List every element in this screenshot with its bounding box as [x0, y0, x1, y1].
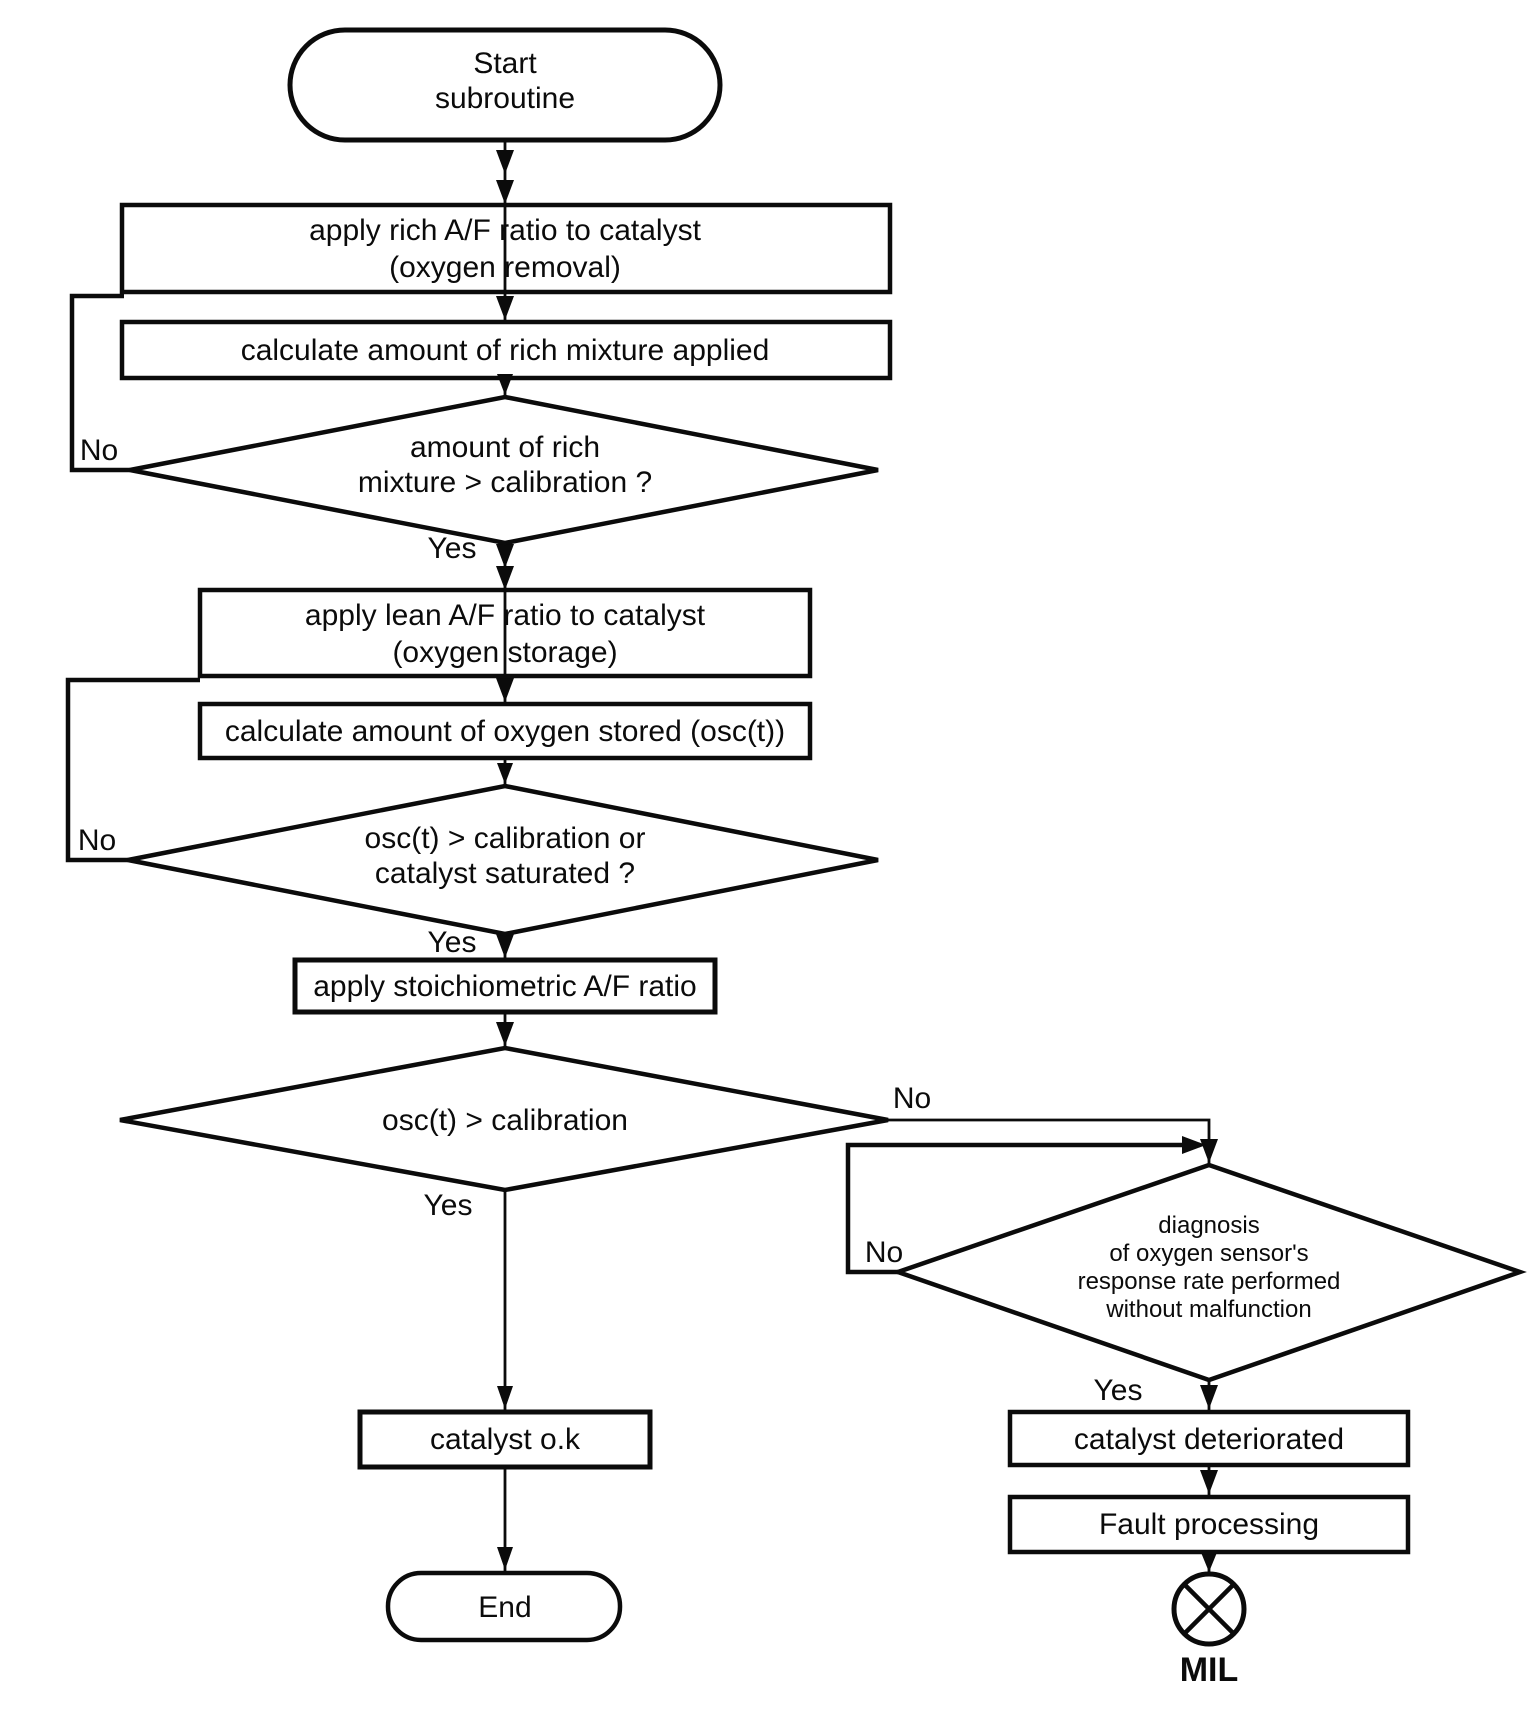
process-box [357, 1409, 653, 1470]
decision3-yes-label: Yes [424, 1189, 473, 1222]
edge-decision1-no-loop [69, 293, 130, 473]
decision4-line3: response rate performed [1078, 1268, 1341, 1295]
decision1-no-label: No [80, 434, 118, 467]
decision4-line2: of oxygen sensor's [1109, 1240, 1308, 1267]
decision1-line2: mixture > calibration ? [358, 466, 652, 499]
decision-diamond [129, 394, 879, 546]
process-box [119, 319, 893, 381]
edge-decision2-no-loop [65, 677, 200, 863]
node-end: End [385, 1570, 623, 1643]
arrowhead [496, 934, 514, 958]
decision4-line4: without malfunction [1105, 1296, 1311, 1323]
arrowhead [497, 1547, 513, 1570]
arrowhead [1200, 1470, 1218, 1494]
arrowheads [496, 150, 1218, 1572]
arrowhead [497, 763, 513, 784]
node-catalyst-ok: catalyst o.k [357, 1409, 653, 1470]
apply-lean-line2: (oxygen storage) [392, 636, 617, 669]
mil-lamp-cross [1182, 1582, 1236, 1636]
node-decision-osc-saturated: osc(t) > calibration or catalyst saturat… [127, 783, 879, 937]
edge-decision4-no-loop [845, 1142, 1200, 1275]
mil-lamp-icon [1171, 1571, 1247, 1647]
node-decision-sensor-diagnosis: diagnosis of oxygen sensor's response ra… [891, 1162, 1527, 1383]
node-calc-osc: calculate amount of oxygen stored (osc(t… [197, 701, 813, 761]
decision4-no-label: No [865, 1236, 903, 1269]
arrowhead [496, 150, 514, 174]
fault-processing-label: Fault processing [1099, 1508, 1319, 1541]
arrowhead [1200, 1139, 1218, 1163]
decision2-line1: osc(t) > calibration or [365, 822, 646, 855]
node-apply-rich: apply rich A/F ratio to catalyst (oxygen… [119, 202, 893, 295]
arrowhead [496, 296, 514, 320]
node-calc-rich: calculate amount of rich mixture applied [119, 319, 893, 381]
arrowhead [496, 544, 514, 568]
apply-lean-line1: apply lean A/F ratio to catalyst [305, 599, 706, 632]
arrowhead [496, 566, 514, 590]
decision4-yes-label: Yes [1094, 1374, 1143, 1407]
decision-diamond [127, 783, 879, 937]
start-label-line2: subroutine [435, 82, 575, 115]
process-box [1007, 1494, 1411, 1555]
decision2-no-label: No [78, 824, 116, 857]
edge-labels: No Yes No Yes No Yes No Yes [78, 434, 1143, 1407]
process-box [119, 202, 893, 295]
apply-rich-line1: apply rich A/F ratio to catalyst [309, 214, 701, 247]
decision-diamond [119, 1045, 889, 1193]
edge-decision3-no [888, 1118, 1211, 1165]
node-catalyst-deteriorated: catalyst deteriorated [1007, 1409, 1411, 1468]
decision2-yes-label: Yes [428, 926, 477, 959]
process-box [197, 701, 813, 761]
apply-rich-line2: (oxygen removal) [389, 251, 621, 284]
node-fault-processing: Fault processing [1007, 1494, 1411, 1555]
decision1-yes-label: Yes [428, 532, 477, 565]
node-start: Start subroutine [287, 27, 723, 143]
arrowhead [1200, 1550, 1218, 1572]
catalyst-deteriorated-label: catalyst deteriorated [1074, 1423, 1344, 1456]
arrowhead [1182, 1136, 1206, 1154]
arrowhead [496, 1022, 514, 1046]
node-mil-indicator: MIL [1171, 1571, 1247, 1689]
arrowhead [496, 180, 514, 204]
decision4-line1: diagnosis [1158, 1212, 1259, 1239]
end-terminator-shape [385, 1570, 623, 1643]
decision1-line1: amount of rich [410, 431, 600, 464]
calc-rich-label: calculate amount of rich mixture applied [241, 334, 770, 367]
node-apply-lean: apply lean A/F ratio to catalyst (oxygen… [197, 587, 813, 679]
apply-stoich-label: apply stoichiometric A/F ratio [313, 970, 696, 1003]
decision3-no-label: No [893, 1082, 931, 1115]
arrowhead [496, 678, 514, 702]
node-decision-osc-calibration: osc(t) > calibration [119, 1045, 889, 1193]
start-label-line1: Start [473, 47, 537, 80]
arrowhead [1200, 1385, 1218, 1409]
node-apply-stoichiometric: apply stoichiometric A/F ratio [292, 957, 718, 1015]
process-box [292, 957, 718, 1015]
process-box [197, 587, 813, 679]
decision2-line2: catalyst saturated ? [375, 857, 635, 890]
mil-label: MIL [1180, 1651, 1239, 1689]
start-terminator-shape [287, 27, 723, 143]
catalyst-ok-label: catalyst o.k [430, 1423, 581, 1456]
node-decision-rich-mixture: amount of rich mixture > calibration ? [129, 394, 879, 546]
calc-osc-label: calculate amount of oxygen stored (osc(t… [225, 715, 785, 748]
decision3-label: osc(t) > calibration [382, 1104, 628, 1137]
end-label: End [478, 1591, 531, 1624]
arrowhead [497, 1386, 513, 1409]
decision-diamond [891, 1162, 1527, 1383]
process-box [1007, 1409, 1411, 1468]
